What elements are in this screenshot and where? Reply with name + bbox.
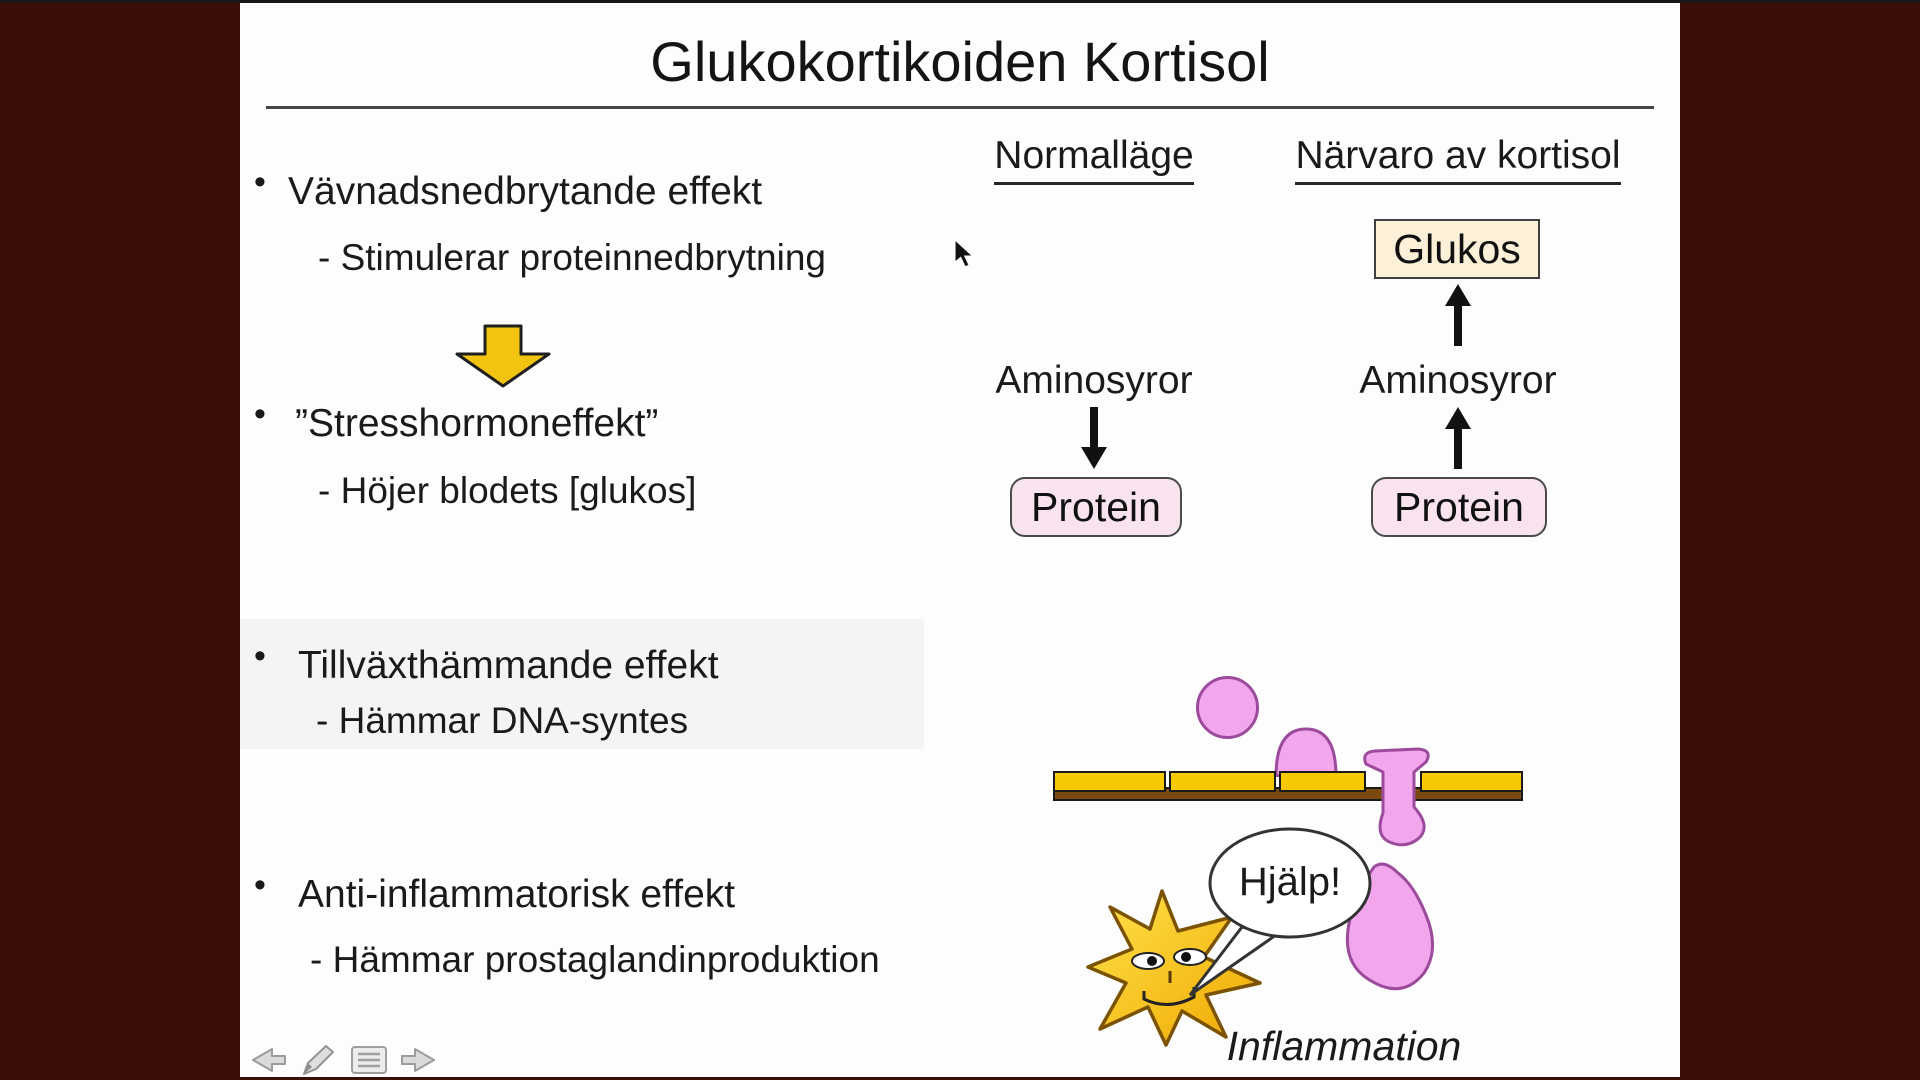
pen-tool-button[interactable] <box>299 1043 339 1077</box>
bullet-1-label: Vävnadsnedbrytande effekt <box>288 170 763 213</box>
highlight-band <box>240 619 924 749</box>
bullet-dot: • <box>254 866 266 904</box>
column-normal-header-wrap: Normalläge <box>944 134 1244 185</box>
slide: Glukokortikoiden Kortisol • Vävnadsnedbr… <box>240 3 1680 1077</box>
bullet-4-sub: - Hämmar prostaglandinproduktion <box>310 939 880 980</box>
down-arrow-icon <box>1081 407 1107 469</box>
bullet-dot: • <box>254 637 266 675</box>
up-arrow-icon <box>1445 407 1471 469</box>
bullet-dot: • <box>254 163 266 201</box>
star-cell-character <box>1086 889 1262 1047</box>
speech-bubble <box>1188 827 1372 997</box>
protein-box-kortisol: Protein <box>1371 477 1547 537</box>
bullet-1-sub: - Stimulerar proteinnedbrytning <box>318 237 826 278</box>
previous-slide-button[interactable] <box>250 1045 288 1075</box>
next-slide-button[interactable] <box>399 1045 437 1075</box>
slide-menu-button[interactable] <box>350 1044 388 1076</box>
aminosyror-kortisol-label: Aminosyror <box>1359 359 1557 402</box>
bullet-3-label: Tillväxthämmande effekt <box>298 644 719 687</box>
column-header-narvaro-av-kortisol: Närvaro av kortisol <box>1295 134 1621 185</box>
glukos-box: Glukos <box>1374 219 1540 279</box>
mouse-cursor-icon <box>954 238 975 269</box>
bullet-2-label: ”Stresshormoneffekt” <box>295 402 659 445</box>
presenter-toolbar <box>250 1043 437 1077</box>
glukos-label: Glukos <box>1393 225 1521 272</box>
inflammation-caption: Inflammation <box>1226 1023 1462 1069</box>
bullet-3-sub: - Hämmar DNA-syntes <box>316 700 689 741</box>
yellow-down-block-arrow-icon <box>455 324 551 388</box>
aminosyror-normal-label: Aminosyror <box>995 359 1193 402</box>
title-divider <box>266 106 1654 109</box>
receptor-dome-shape <box>1274 727 1338 777</box>
up-arrow-icon <box>1445 284 1471 346</box>
bullet-2-sub: - Höjer blodets [glukos] <box>318 470 697 511</box>
page-title: Glukokortikoiden Kortisol <box>650 30 1270 93</box>
speech-bubble-text: Hjälp! <box>1238 860 1342 904</box>
column-header-normallage: Normalläge <box>994 134 1194 185</box>
membrane-channel-shape <box>1363 747 1430 847</box>
column-kortisol-header-wrap: Närvaro av kortisol <box>1272 134 1644 185</box>
top-edge-line <box>0 0 1920 3</box>
bullet-4-label: Anti-inflammatorisk effekt <box>298 873 736 916</box>
protein-box-normal: Protein <box>1010 477 1182 537</box>
cell-membrane <box>1053 771 1523 801</box>
protein-label: Protein <box>1031 483 1161 530</box>
hormone-molecule-circle <box>1196 676 1259 739</box>
bullet-dot: • <box>254 395 266 433</box>
protein-label: Protein <box>1394 483 1524 530</box>
